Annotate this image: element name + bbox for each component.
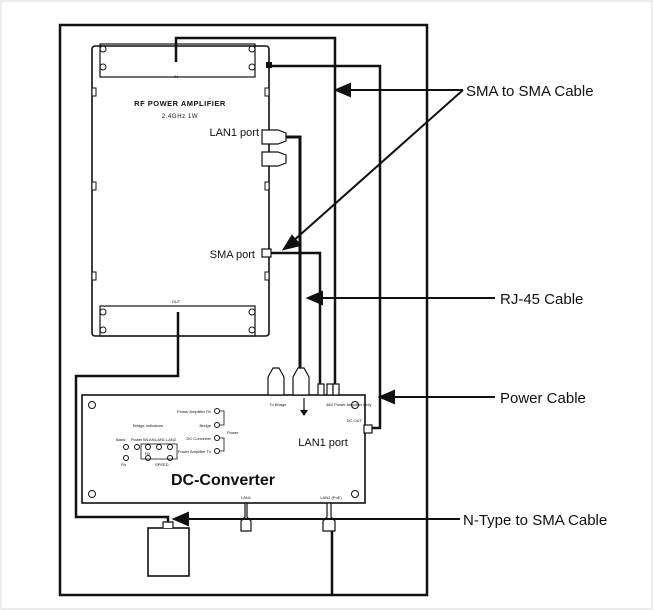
pa-tx-label: Power Amplifier Tx — [178, 449, 211, 454]
callout-rj45: RJ-45 Cable — [500, 291, 583, 308]
converter-led-row — [123, 408, 220, 461]
callout-ntype: N-Type to SMA Cable — [463, 512, 607, 529]
out-cable — [74, 312, 180, 528]
converter-led-box — [140, 443, 178, 460]
amplifier-body — [91, 45, 270, 337]
sma-port-cable — [271, 251, 322, 386]
cables — [74, 36, 382, 595]
amplifier-title: RF POWER AMPLIFIER — [134, 99, 226, 108]
n-type-connector — [147, 527, 190, 577]
amplifier-subtitle: 2.4GHz 1W — [162, 114, 198, 120]
converter-power-jack — [363, 424, 373, 434]
led-speed-label: SPEED — [155, 462, 169, 467]
amplifier-side-notches — [91, 87, 270, 281]
callout-arrows — [171, 82, 495, 527]
amplifier-lan1-connector — [261, 129, 287, 167]
dc-converter-led-label: DC Converter — [187, 436, 212, 441]
led-lan2-label: LAN2 — [166, 437, 177, 442]
enclosure — [58, 23, 429, 597]
led-pa-label: PA — [121, 462, 126, 467]
pin-labels: 48V Power Amplifier Only — [326, 402, 371, 407]
amplifier-top-sma-connector — [266, 62, 272, 68]
amplifier-sma-port — [261, 248, 272, 258]
dc-out-label: DC OUT — [347, 418, 363, 423]
bridge-indicators-label: Bridge Indicators — [133, 423, 163, 428]
converter-top-connectors — [267, 367, 340, 396]
dc-converter: Bridge Indicators Band Power WLAN LAN1 L… — [81, 367, 373, 532]
pa-rx-label: Power Amplifier Rx — [177, 409, 211, 414]
to-bridge-label: To Bridge — [270, 402, 288, 407]
led-lan1-label: LAN1 — [155, 437, 166, 442]
converter-lan1-label: LAN1 port — [298, 437, 348, 449]
converter-led-brackets — [220, 410, 225, 452]
led-power-label: Power — [131, 437, 143, 442]
callout-sma-to-sma: SMA to SMA Cable — [466, 83, 594, 100]
converter-body — [81, 394, 366, 504]
amplifier-lan1-label: LAN1 port — [209, 127, 259, 139]
led-band-label: Band — [116, 437, 125, 442]
led-wlan-label: WLAN — [143, 437, 155, 442]
amplifier-top-bracket — [99, 43, 256, 78]
amplifier-sma-label: SMA port — [210, 249, 255, 261]
rf-power-amplifier: RF POWER AMPLIFIER 2.4GHz 1W IN OUT LAN1… — [91, 43, 287, 337]
bridge-label: Bridge — [199, 423, 211, 428]
in-cable — [174, 36, 337, 386]
converter-title: DC-Converter — [171, 472, 275, 489]
bottom-lan2-label: LAN2 (PoE) — [320, 495, 342, 500]
n-type-connector-neck — [162, 521, 174, 528]
power-led-label: Power — [227, 430, 239, 435]
led-rx-label: RX — [145, 451, 151, 456]
amplifier-in-label: IN — [174, 74, 178, 79]
amplifier-out-label: OUT — [172, 299, 181, 304]
bottom-lan1-label: LAN1 — [241, 495, 252, 500]
rj45-cable — [286, 135, 302, 370]
sma-to-sma-cable-right — [272, 64, 382, 430]
converter-lan1-arrowhead — [300, 410, 308, 416]
callout-power: Power Cable — [500, 390, 586, 407]
amplifier-mounting-holes — [99, 45, 256, 334]
converter-mounting-holes — [88, 401, 359, 498]
